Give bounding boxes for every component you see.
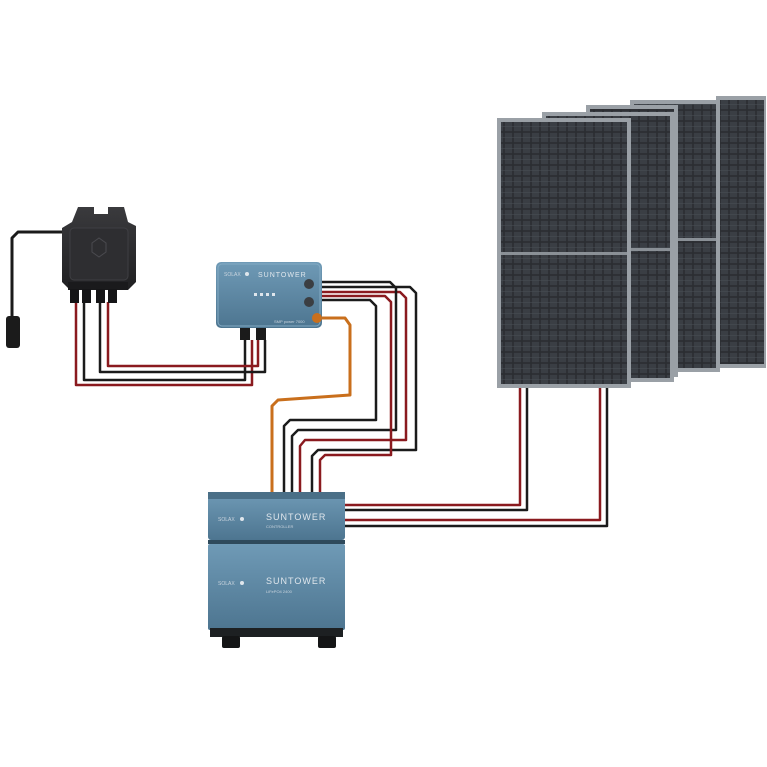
cables <box>10 230 609 528</box>
battery-badge-dot <box>240 581 244 585</box>
solar-panel-1 <box>497 118 631 388</box>
solar-panel-array <box>497 96 766 388</box>
controller-badge: SOLAX <box>218 517 235 523</box>
micro-inverter <box>6 207 136 348</box>
controller-badge-dot <box>240 517 244 521</box>
controller-model: CONTROLLER <box>266 524 293 529</box>
battery-stack: SOLAX SUNTOWER CONTROLLER SOLAX SUNTOWER… <box>208 492 345 648</box>
meter-badge-dot <box>245 272 249 276</box>
solar-panel-4 <box>716 96 766 368</box>
meter-brand: SUNTOWER <box>258 272 307 279</box>
battery-brand: SUNTOWER <box>266 576 326 586</box>
battery-badge: SOLAX <box>218 581 235 587</box>
controller-brand: SUNTOWER <box>266 512 326 522</box>
battery-model: LiFePO4 2400 <box>266 589 293 594</box>
smart-meter: SOLAX SUNTOWER SMP power 7000 <box>216 262 322 340</box>
led-3 <box>266 293 269 296</box>
led-4 <box>272 293 275 296</box>
led-2 <box>260 293 263 296</box>
meter-badge: SOLAX <box>224 272 241 278</box>
led-1 <box>254 293 257 296</box>
meter-model: SMP power 7000 <box>274 319 305 324</box>
